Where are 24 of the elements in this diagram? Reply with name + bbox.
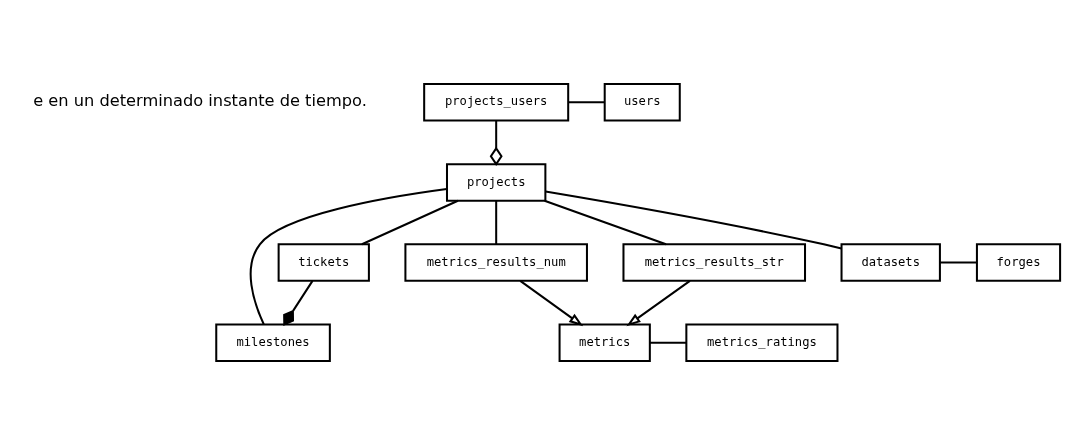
node-box: datasets bbox=[840, 243, 941, 282]
connector bbox=[545, 190, 842, 250]
connector bbox=[361, 199, 459, 246]
node-box: metrics_results_num bbox=[404, 243, 588, 282]
node-box: tickets bbox=[277, 243, 370, 282]
connector bbox=[249, 188, 447, 325]
node-box: metrics_ratings bbox=[685, 323, 839, 362]
arrow bbox=[626, 280, 691, 327]
label: e en un determinado instante de tiempo. bbox=[33, 91, 367, 111]
connector bbox=[489, 120, 503, 166]
connector bbox=[568, 101, 605, 104]
node-box: users bbox=[603, 83, 681, 122]
connector bbox=[283, 280, 314, 326]
connector bbox=[649, 341, 687, 344]
node-box: projects bbox=[445, 163, 547, 202]
connector bbox=[544, 199, 667, 246]
connector bbox=[495, 200, 498, 245]
node-box: milestones bbox=[215, 323, 331, 362]
node-box: forges bbox=[975, 243, 1062, 282]
arrow bbox=[519, 280, 584, 327]
node-box: metrics_results_str bbox=[622, 243, 807, 282]
node-box: metrics bbox=[558, 323, 651, 362]
node-box: projects_users bbox=[423, 83, 570, 122]
connector bbox=[940, 261, 977, 264]
